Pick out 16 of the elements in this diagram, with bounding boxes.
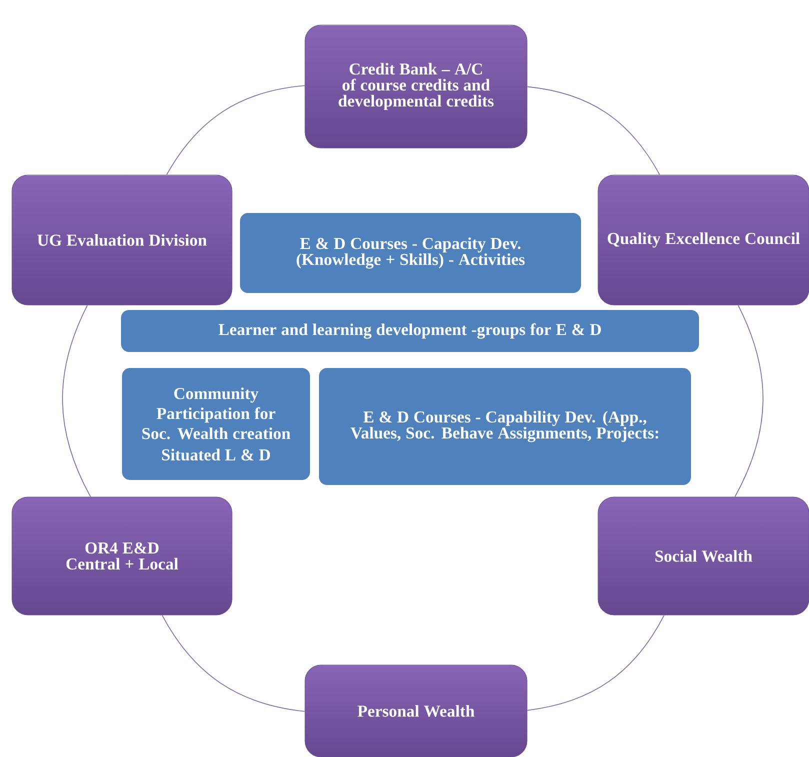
ring-arc — [734, 304, 764, 498]
text-box: Community Participation for Soc. Wealth creation Situated L & D — [122, 368, 310, 480]
rounded-box: UG Evaluation Division — [12, 174, 232, 306]
ring-arc — [166, 85, 306, 176]
ring-arc — [162, 614, 306, 712]
text-box: E & D Courses - Capability Dev. (App., Values, Soc. Behave Assignments, Projects: — [319, 368, 691, 486]
rounded-box: Credit Bank – A/C of course credits and developmental credits — [304, 24, 528, 148]
text-box: E & D Courses - Capacity Dev. (Knowledge + Skills) - Activities — [240, 213, 582, 293]
rounded-box: Quality Excellence Council — [598, 174, 809, 306]
text-box: Learner and learning development -groups for E & D — [121, 310, 699, 352]
ring-arc — [526, 86, 660, 176]
ring-arc — [62, 304, 91, 498]
rounded-box: Social Wealth — [598, 496, 809, 616]
rounded-box: OR4 E&D Central + Local — [12, 496, 232, 616]
ring-arc — [526, 614, 664, 711]
rounded-box: Personal Wealth — [304, 664, 528, 757]
